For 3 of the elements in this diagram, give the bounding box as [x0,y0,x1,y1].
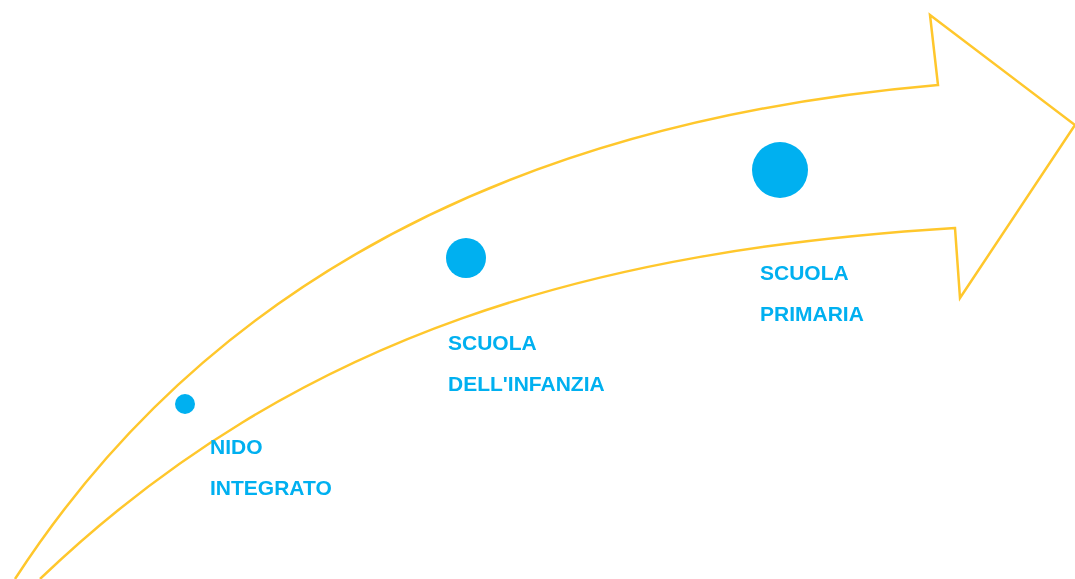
stage-label: NIDO INTEGRATO [210,434,332,501]
stage-label: SCUOLA PRIMARIA [760,260,864,327]
stage-label: SCUOLA DELL'INFANZIA [448,330,605,397]
